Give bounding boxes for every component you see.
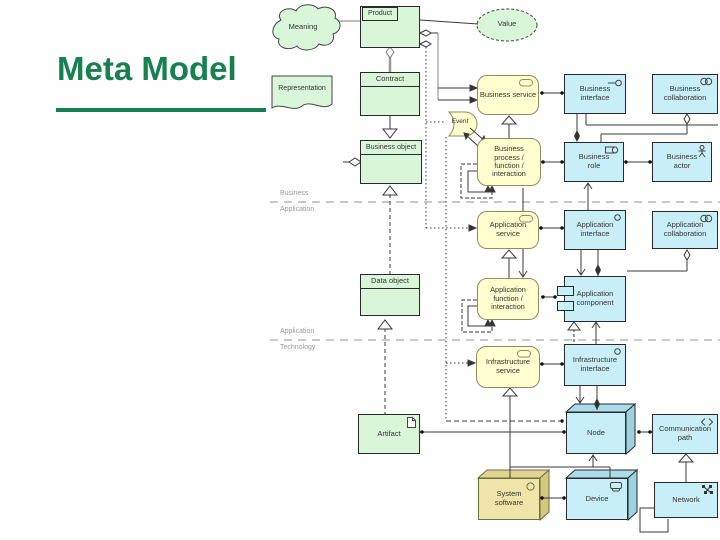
node-infrastructure-service: Infrastructure service	[476, 346, 540, 388]
node-node: Node	[566, 412, 626, 454]
role-icon	[605, 146, 619, 154]
layer-label-business: Business	[280, 190, 309, 197]
network-icon	[702, 485, 713, 494]
node-communication-path: Communication path	[652, 414, 718, 454]
node-data-object: Data object	[360, 274, 420, 316]
slide-title: Meta Model	[57, 50, 237, 87]
interface-icon	[614, 214, 621, 221]
node-business-interface: Business interface	[564, 74, 626, 114]
product-tab: Product	[362, 7, 398, 21]
layer-label-application-2: Application	[280, 328, 315, 335]
node-meaning: Meaning	[288, 22, 318, 31]
node-artifact: Artifact	[358, 414, 420, 454]
node-business-role: Business role	[564, 142, 624, 182]
node-event: Event	[451, 118, 469, 125]
node-product: Product	[360, 6, 420, 48]
service-icon	[519, 79, 533, 87]
service-icon	[517, 350, 531, 358]
service-icon	[519, 215, 533, 223]
communication-path-icon	[701, 418, 713, 426]
node-network: Network	[654, 482, 718, 518]
artifact-icon	[407, 417, 416, 428]
system-software-icon	[526, 482, 535, 491]
node-device: Device	[566, 478, 628, 520]
interface-icon	[608, 79, 622, 87]
collaboration-icon	[700, 214, 713, 223]
title-underline	[56, 108, 266, 112]
node-business-service: Business service	[477, 75, 539, 115]
node-application-component: Application component	[557, 276, 626, 322]
node-application-service: Application service	[477, 211, 539, 249]
component-icon	[557, 286, 574, 296]
layer-label-technology: Technology	[280, 344, 316, 351]
node-business-collaboration: Business collaboration	[652, 74, 718, 114]
node-business-object: Business object	[360, 140, 422, 184]
actor-icon	[698, 145, 706, 158]
node-application-interface: Application interface	[564, 210, 626, 250]
node-application-collaboration: Application collaboration	[652, 211, 718, 249]
node-representation: Representation	[278, 85, 326, 92]
node-contract: Contract	[360, 72, 420, 116]
collaboration-icon	[700, 77, 713, 86]
component-icon	[557, 301, 574, 311]
node-system-software: System software	[478, 478, 540, 520]
node-business-process: Business process / function / interactio…	[477, 138, 541, 186]
node-value: Value	[497, 19, 517, 28]
node-infrastructure-interface: Infrastructure interface	[564, 344, 626, 386]
node-business-actor: Business actor	[652, 142, 712, 182]
interface-icon	[614, 348, 621, 355]
layer-label-application: Application	[280, 206, 315, 213]
node-application-function: Application function / interaction	[477, 278, 539, 320]
device-icon	[610, 482, 622, 492]
